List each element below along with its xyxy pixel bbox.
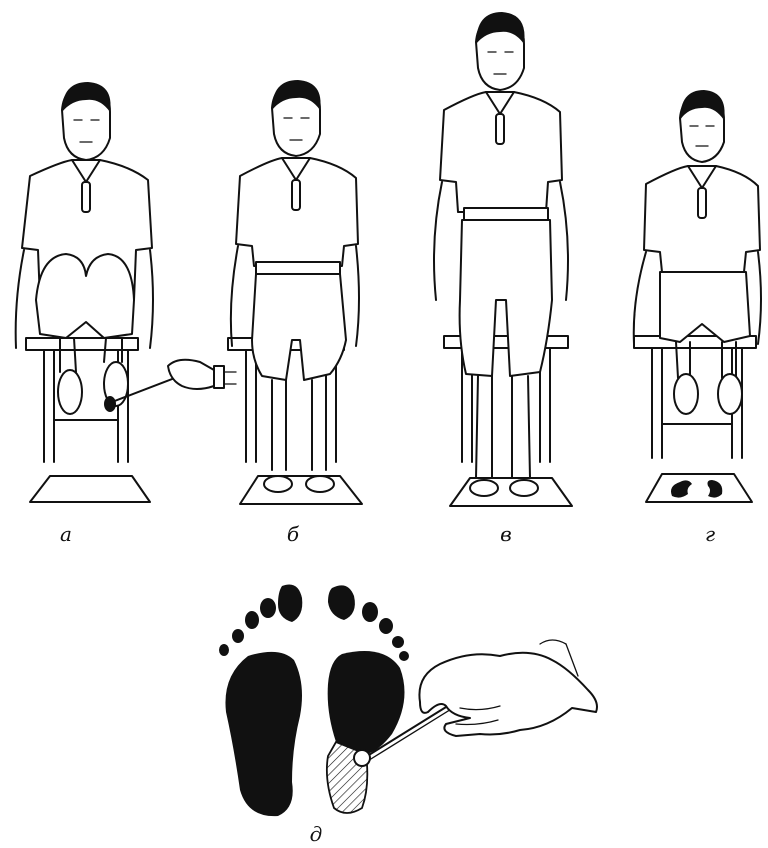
panel-v-label: в (486, 522, 526, 546)
panel-b-figure (228, 80, 362, 504)
left-foot-sole-print (225, 652, 302, 816)
panel-g-label: г (690, 522, 730, 546)
panel-g-boy-trousers (660, 272, 750, 342)
panel-v-boy-shirt (440, 92, 562, 212)
panel-a-boy-head (62, 82, 111, 160)
panel-v-boy-trousers (460, 220, 552, 376)
panel-d-label: д (296, 822, 336, 846)
panel-v-figure (434, 12, 572, 506)
panel-g-paper-sheet (646, 474, 752, 502)
panel-a-figure (16, 82, 236, 502)
panel-b-belt (256, 262, 340, 274)
panel-a-left-sole (58, 370, 82, 414)
panel-g-figure (634, 90, 761, 502)
panel-a-paper-sheet (30, 476, 150, 502)
panel-a-brush-hand (112, 360, 236, 402)
panel-b-paper-sheet (240, 476, 362, 504)
panel-g-boy-head (680, 90, 725, 162)
panel-a-label: а (46, 522, 86, 546)
panel-d-plantogram (219, 585, 597, 817)
panel-b-boy-trousers (252, 274, 346, 380)
panel-b-boy-head (272, 80, 321, 156)
panel-v-boy-head (476, 12, 525, 90)
pointing-hand (419, 653, 597, 736)
left-foot-toe-prints (219, 585, 302, 657)
panel-b-label: б (273, 522, 313, 546)
panel-v-belt (464, 208, 548, 220)
right-foot-toe-prints (328, 585, 409, 661)
panel-b-boy-shirt (236, 158, 358, 266)
right-foot-sole-print (328, 651, 405, 754)
